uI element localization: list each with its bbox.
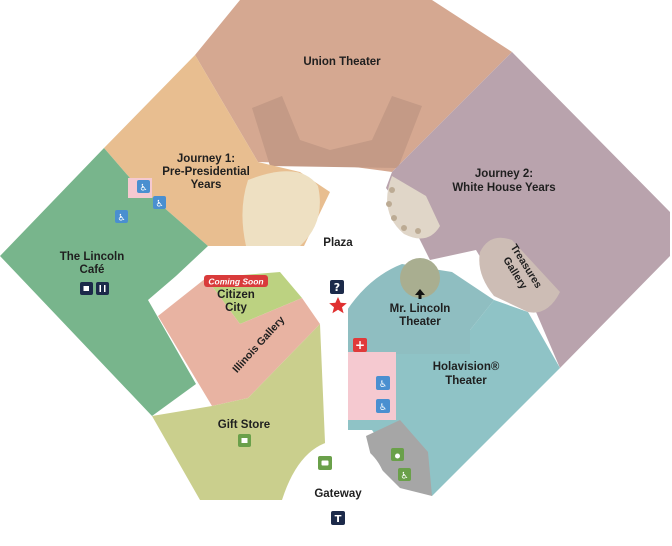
- transit-glyph: T: [335, 514, 342, 525]
- gift-box-shape: [241, 438, 248, 443]
- mr-lincoln-theater-area[interactable]: [342, 264, 494, 354]
- accessible-glyph-3: ♿: [117, 214, 125, 224]
- journey2-label-line2: White House Years: [452, 182, 555, 194]
- plaza-label: Plaza: [323, 237, 353, 249]
- coming-soon-text: Coming Soon: [208, 277, 263, 287]
- citizen-city-label-line2: City: [225, 302, 247, 314]
- accessible-glyph-5: ♿: [379, 403, 387, 413]
- restroom-accessible-icon-3[interactable]: [376, 376, 390, 390]
- transit-icon[interactable]: [331, 511, 345, 525]
- accessible-glyph-2: ♿: [155, 200, 163, 210]
- mr-lincoln-label-line1: Mr. Lincoln: [390, 303, 451, 315]
- illinois-gallery-area[interactable]: [158, 278, 320, 406]
- journey2-rotunda: [387, 176, 440, 239]
- info-icon[interactable]: [330, 280, 344, 294]
- coffee-cup-shape: [83, 286, 89, 291]
- fork-shape: [99, 285, 101, 292]
- journey1-label-line3: Years: [191, 179, 222, 191]
- mr-lincoln-theater-dome: [400, 258, 440, 298]
- citizen-city-label-line1: Citizen: [217, 289, 255, 301]
- coming-soon-badge: [204, 275, 268, 287]
- union-theater-label: Union Theater: [303, 56, 381, 68]
- gift-store-area[interactable]: [152, 324, 326, 500]
- you-are-here-star-icon: [329, 297, 347, 314]
- info-icon-glyph: ?: [334, 281, 340, 294]
- first-aid-glyph: +: [355, 338, 365, 352]
- family-restroom-icon[interactable]: [115, 210, 128, 223]
- accessible-glyph-6: ♿: [400, 472, 408, 482]
- lincoln-cafe-label-line2: Café: [80, 264, 105, 276]
- accessible-glyph-1: ♿: [139, 184, 147, 194]
- central-corridor: [326, 300, 348, 440]
- journey2-label-line1: Journey 2:: [475, 168, 533, 180]
- knife-shape: [104, 285, 106, 292]
- journey2-rotunda-dots: [386, 187, 421, 234]
- wheelchair-rental-icon[interactable]: [398, 468, 411, 481]
- journey2-area[interactable]: [386, 52, 670, 368]
- restroom-accessible-icon-4[interactable]: [376, 399, 390, 413]
- journey1-rotunda: [242, 171, 320, 246]
- mr-lincoln-label-line2: Theater: [399, 316, 441, 328]
- journey1-label-line2: Pre-Presidential: [162, 166, 250, 178]
- stroller-wheel-shape: [395, 453, 400, 459]
- up-arrow-icon: [415, 289, 425, 299]
- restroom-accessible-icon-1[interactable]: [137, 180, 150, 193]
- restroom-accessible-icon-2[interactable]: [153, 196, 166, 209]
- gift-store-label: Gift Store: [218, 419, 270, 431]
- holavision-label-line1: Holavision®: [433, 361, 500, 373]
- ticket-shape: [321, 460, 329, 466]
- holavision-label-line2: Theater: [445, 375, 487, 387]
- restaurant-icon[interactable]: [96, 282, 109, 295]
- first-aid-icon[interactable]: [353, 338, 367, 352]
- treasures-gallery-area[interactable]: [479, 237, 560, 313]
- accessible-glyph-4: ♿: [379, 380, 387, 390]
- journey1-label-line1: Journey 1:: [177, 153, 235, 165]
- gateway-area[interactable]: [282, 440, 390, 546]
- union-theater-lobby: [252, 96, 422, 168]
- gateway-label: Gateway: [314, 488, 362, 500]
- lincoln-cafe-label-line1: The Lincoln: [60, 251, 125, 263]
